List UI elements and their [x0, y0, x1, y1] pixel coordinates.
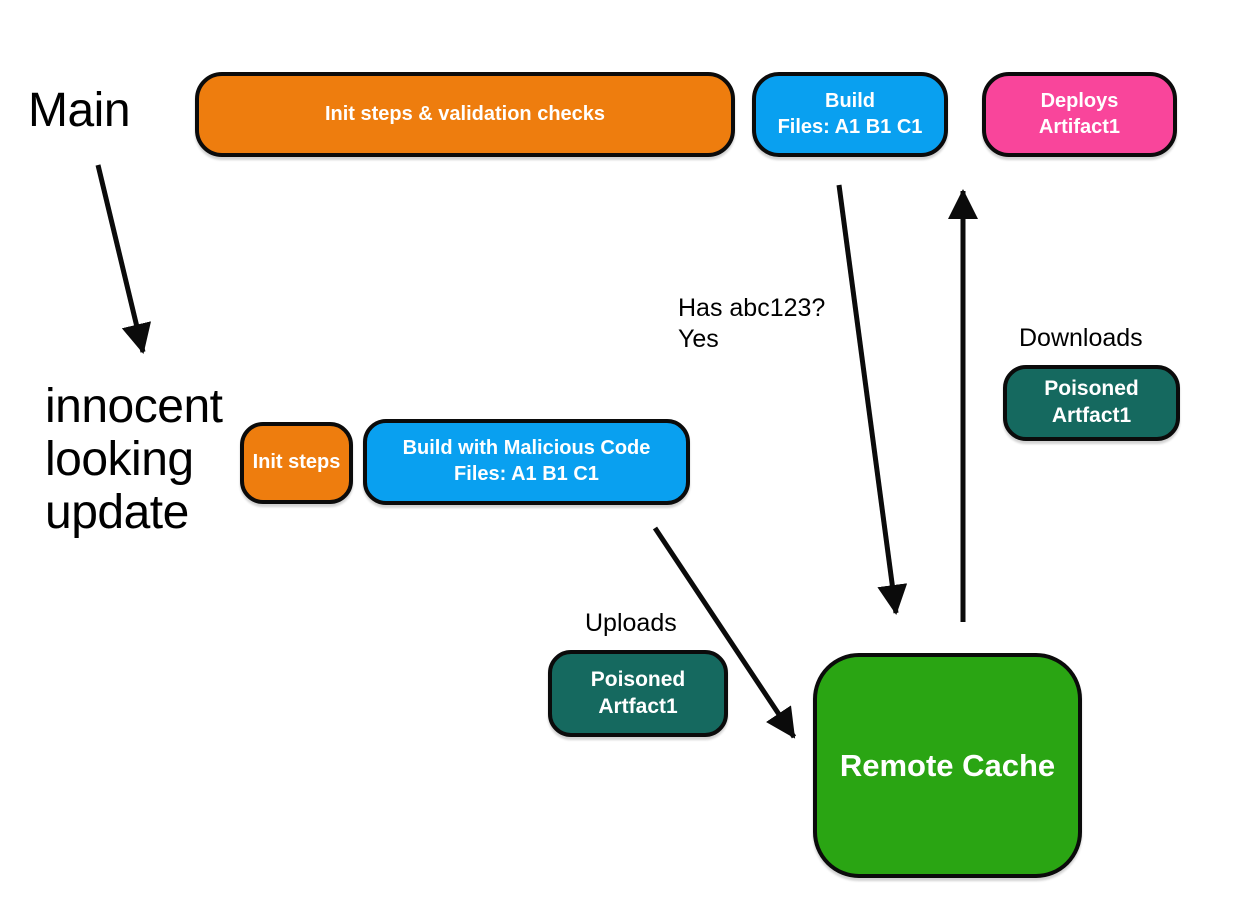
- downloads-label: Downloads: [1019, 324, 1143, 352]
- node-poisoned-artifact-upload: Poisoned Artfact1: [548, 650, 728, 737]
- node-remote-cache: Remote Cache: [813, 653, 1082, 878]
- node-deploys-artifact1: Deploys Artifact1: [982, 72, 1177, 157]
- arrow-main-to-update: [95, 164, 152, 354]
- innocent-update-label: innocent looking update: [45, 380, 223, 539]
- cache-hit-question-label: Has abc123? Yes: [678, 294, 826, 353]
- node-build-malicious-code: Build with Malicious Code Files: A1 B1 C…: [363, 419, 690, 505]
- uploads-label: Uploads: [585, 609, 677, 637]
- node-init-validation-checks: Init steps & validation checks: [195, 72, 735, 157]
- main-branch-label: Main: [28, 84, 131, 137]
- arrow-build-to-cache: [836, 184, 908, 615]
- node-build-files: Build Files: A1 B1 C1: [752, 72, 948, 157]
- node-poisoned-artifact-download: Poisoned Artfact1: [1003, 365, 1180, 441]
- node-init-steps: Init steps: [240, 422, 353, 504]
